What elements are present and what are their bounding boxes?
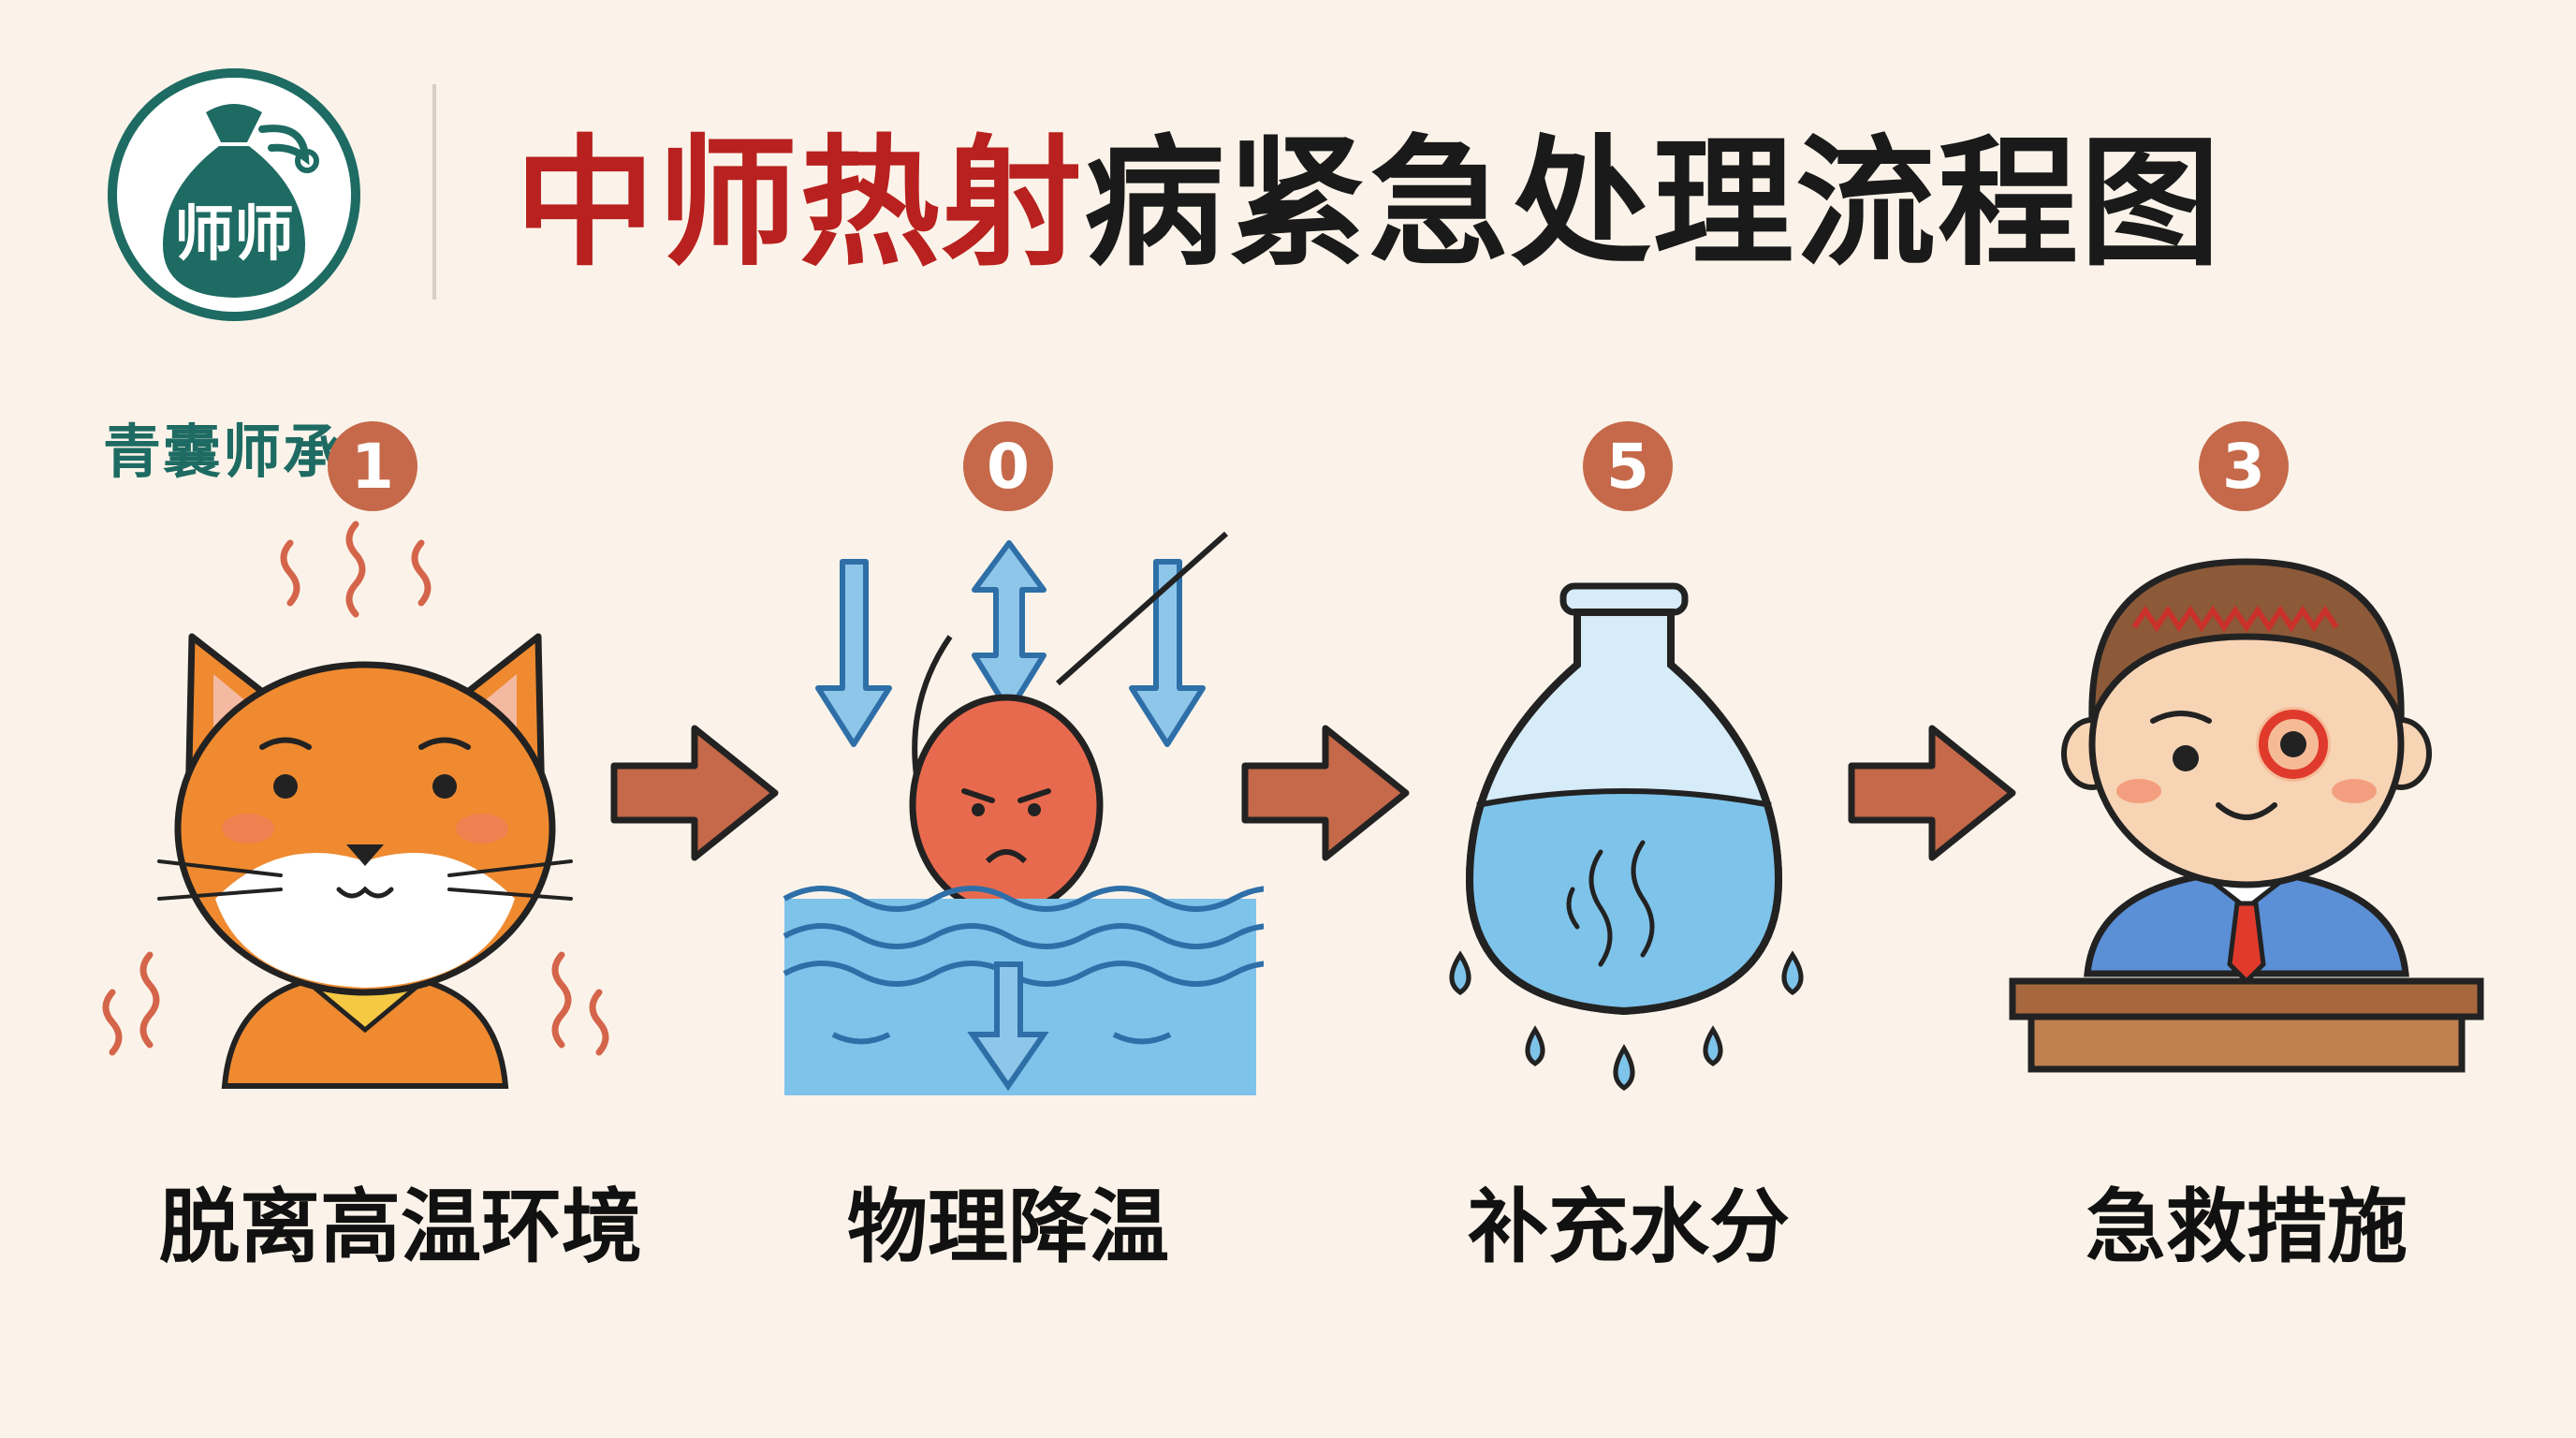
step-badge-4: 3 <box>2199 421 2289 511</box>
page-title: 中师热射病紧急处理流程图 <box>515 90 2222 293</box>
flow-arrow-2-icon <box>1241 725 1410 861</box>
boy-at-desk-icon <box>2009 558 2484 1073</box>
water-cooling-icon <box>783 531 1264 1095</box>
water-flask-icon <box>1449 582 1804 1092</box>
header-divider <box>432 84 436 300</box>
logo-badge-text: 师师 <box>174 200 294 270</box>
step-badge-2: 0 <box>963 421 1053 511</box>
hot-cat-icon <box>102 521 609 1089</box>
title-rest: 病紧急处理流程图 <box>1084 123 2223 286</box>
flow-arrow-1-icon <box>610 725 779 861</box>
step-label-1: 脱离高温环境 <box>159 1181 642 1274</box>
flow-arrow-3-icon <box>1848 725 2016 861</box>
step-label-4: 急救措施 <box>2086 1181 2408 1274</box>
step-label-2: 物理降温 <box>847 1181 1169 1274</box>
step-label-3: 补充水分 <box>1468 1181 1790 1274</box>
money-bag-logo-icon: 师师 <box>108 68 360 321</box>
step-badge-1: 1 <box>328 421 417 511</box>
brand-name: 青囊师承 <box>103 418 344 486</box>
step-badge-3: 5 <box>1583 421 1673 511</box>
title-highlight: 中师热射 <box>515 123 1085 286</box>
